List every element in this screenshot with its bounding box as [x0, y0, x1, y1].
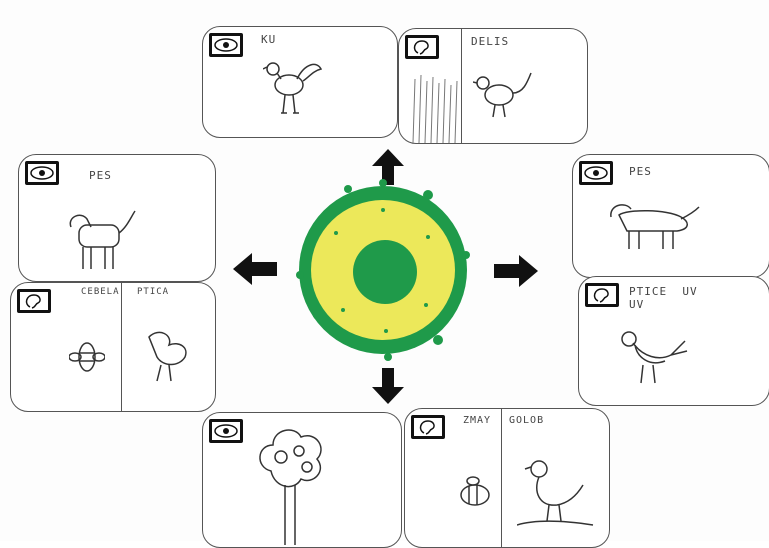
- eye-icon: [212, 36, 240, 54]
- card-label-left: CEBELA: [81, 287, 120, 297]
- badge: [25, 161, 59, 185]
- bird-drawing: [621, 331, 688, 384]
- card-right-bottom: PTICE UV UV: [578, 276, 769, 406]
- badge: [209, 419, 243, 443]
- card-left-top: PES: [18, 154, 216, 282]
- tree-drawing: [259, 429, 322, 545]
- grass-drawing: [412, 74, 458, 143]
- badge: [17, 289, 51, 313]
- card-label: PTICE UV UV: [629, 285, 698, 311]
- arrow-up-icon: [372, 149, 404, 185]
- badge: [209, 33, 243, 57]
- card-label: PES: [89, 169, 112, 182]
- card-label-right: PTICA: [137, 287, 170, 297]
- card-left-bottom: CEBELA PTICA: [10, 282, 216, 412]
- ear-icon: [20, 292, 48, 310]
- eye-icon: [28, 164, 56, 182]
- dog-drawing: [610, 204, 700, 249]
- bird-drawing: [517, 460, 594, 526]
- ear-icon: [408, 38, 436, 56]
- arrow-down-icon: [372, 368, 404, 404]
- bird-drawing: [263, 62, 323, 114]
- bird-drawing: [473, 72, 532, 118]
- ear-icon: [414, 418, 442, 436]
- arrow-right-icon: [494, 255, 538, 287]
- card-label: KU: [261, 33, 277, 46]
- card-divider: [121, 283, 122, 411]
- eye-icon: [582, 164, 610, 182]
- card-label: PES: [629, 165, 652, 178]
- bee-drawing: [69, 342, 105, 372]
- bee-drawing: [460, 476, 490, 506]
- arrow-left-icon: [233, 253, 277, 285]
- card-right-top: PES: [572, 154, 769, 278]
- badge: [411, 415, 445, 439]
- card-top-right: DELIS: [398, 28, 588, 144]
- dog-drawing: [69, 210, 136, 269]
- card-top-left: KU: [202, 26, 398, 138]
- card-label-left: ZMAY: [463, 415, 492, 426]
- card-bottom-right: ZMAY GOLOB: [404, 408, 610, 548]
- eye-icon: [212, 422, 240, 440]
- card-divider: [461, 29, 462, 143]
- card-label-right: GOLOB: [509, 415, 545, 426]
- badge: [405, 35, 439, 59]
- badge: [585, 283, 619, 307]
- card-label: DELIS: [471, 35, 510, 48]
- card-divider: [501, 409, 502, 547]
- ear-icon: [588, 286, 616, 304]
- card-bottom-left: [202, 412, 402, 548]
- center-globe-drawing: [296, 179, 470, 361]
- bird-drawing: [148, 331, 187, 382]
- badge: [579, 161, 613, 185]
